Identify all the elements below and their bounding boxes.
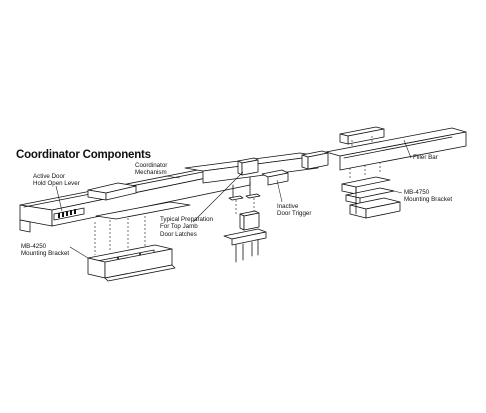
mb-4750-bracket xyxy=(341,162,401,219)
label-mb-4250: MB-4250 Mounting Bracket xyxy=(21,243,70,258)
label-active-door: Active Door Hold Open Lever xyxy=(33,173,80,188)
label-mb-4750: MB-4750 Mounting Bracket xyxy=(404,189,453,204)
label-typical-prep: Typical Preparation For Top Jamb Door La… xyxy=(160,216,213,238)
label-coordinator: Coordinator Mechanism xyxy=(135,162,168,177)
label-filler-bar: Filler Bar xyxy=(413,154,438,161)
hold-open-lever-teeth xyxy=(58,209,76,218)
mb-4250-bracket xyxy=(87,216,176,282)
filler-bar xyxy=(325,126,467,171)
coordinator-bar xyxy=(19,165,251,233)
leader-lines xyxy=(55,139,412,259)
diagram-title: Coordinator Components xyxy=(16,149,151,161)
connector-block xyxy=(301,150,329,170)
label-inactive-door: Inactive Door Trigger xyxy=(277,203,312,218)
